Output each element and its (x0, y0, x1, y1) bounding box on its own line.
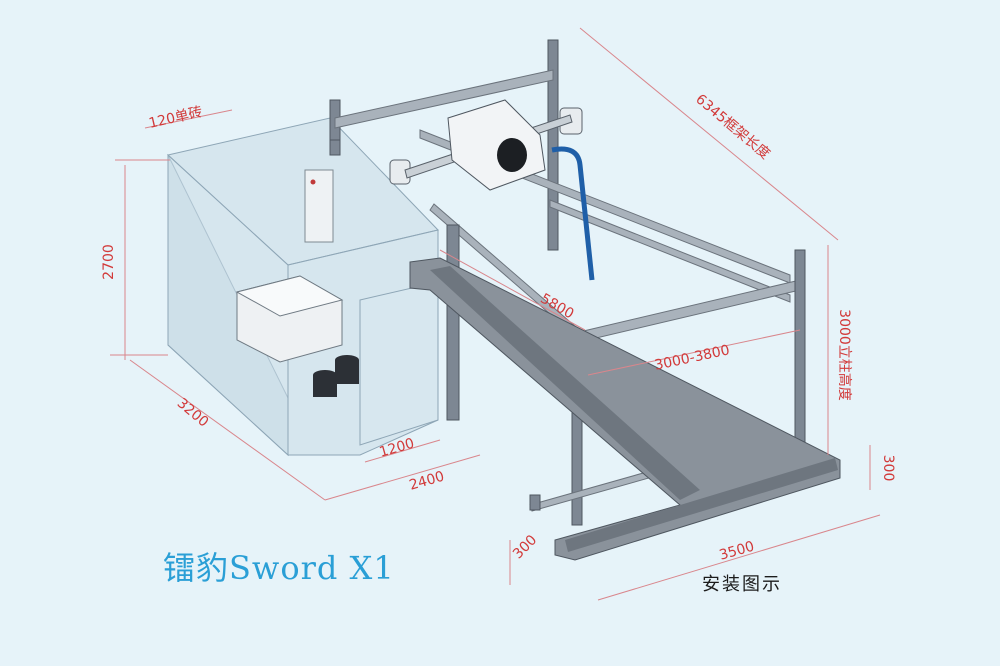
dim-column-height: 3000立柱高度 (836, 309, 853, 401)
brand-title: 镭豹Sword X1 (163, 549, 395, 587)
column-front-right (794, 249, 806, 471)
column-back-right (547, 39, 559, 251)
head-lens-icon (497, 138, 527, 172)
laser-head (389, 99, 595, 281)
slat-bed (409, 257, 841, 561)
dim-base-height-right: 300 (880, 455, 896, 482)
glass-room (166, 99, 439, 457)
cable-drag-chain (551, 146, 595, 281)
diagram-caption: 安装图示 (702, 574, 782, 595)
dim-room-depth: 3200 (174, 395, 212, 430)
room-door (359, 281, 439, 446)
beam-front (574, 279, 801, 344)
control-light-icon (310, 179, 316, 185)
rail-long-right (549, 199, 791, 303)
control-cabinet (304, 169, 334, 243)
dim-base-width: 3500 (718, 539, 757, 564)
dim-frame-length: 6345框架长度 (692, 91, 772, 162)
dim-room-width: 2400 (408, 469, 447, 494)
beam-back (334, 69, 554, 129)
dim-span-width: 3000-3800 (653, 342, 731, 374)
dimension-lines (110, 27, 881, 601)
room-side-panel (167, 153, 289, 457)
dim-room-height: 2700 (101, 244, 117, 280)
dim-brick-wall: 120单砖 (147, 104, 204, 132)
column-middle (446, 224, 460, 421)
dim-base-height-left: 300 (510, 532, 540, 562)
